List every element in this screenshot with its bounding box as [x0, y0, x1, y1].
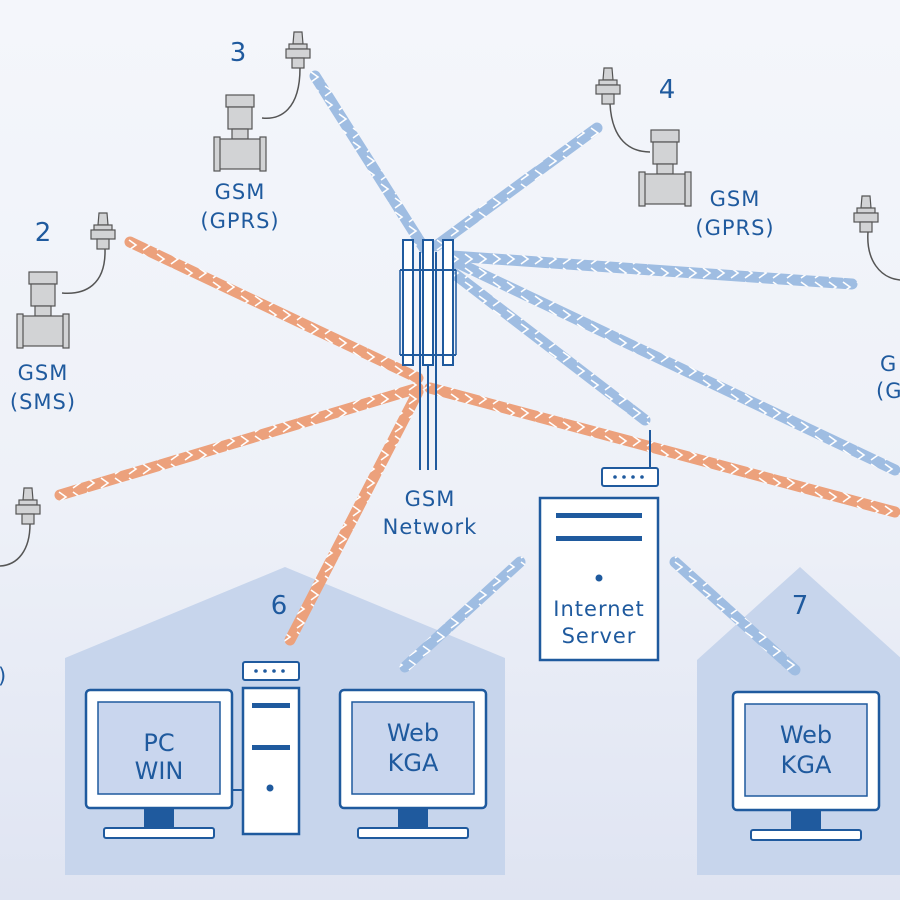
meter-4-mode: GSM — [710, 187, 761, 211]
gprs-links — [309, 70, 900, 676]
server-icon — [538, 430, 660, 662]
gprs-link-meter-4 — [430, 122, 603, 252]
meter-4 — [595, 67, 692, 207]
gsm-antenna-icon — [595, 67, 621, 105]
screen-pc-line2: WIN — [135, 757, 184, 785]
gsm-antenna-icon — [285, 31, 311, 69]
sms-link-meter-2 — [124, 236, 424, 384]
meter-2-number: 2 — [35, 218, 52, 248]
server-label-line1: Internet — [553, 597, 644, 621]
meter-2-protocol: (SMS) — [10, 390, 76, 414]
gprs-link-web-kga-6 — [399, 556, 526, 673]
meter-2-mode: GSM — [18, 361, 69, 385]
screen-web-7-line2: KGA — [781, 751, 832, 779]
meter-3-protocol: (GPRS) — [200, 209, 279, 233]
meter-4-number: 4 — [659, 75, 676, 105]
meter-3-number: 3 — [230, 38, 247, 68]
meter-left — [0, 487, 41, 567]
screen-web-7-line1: Web — [780, 721, 832, 749]
pc-tower-icon — [232, 661, 301, 836]
meter-right — [853, 195, 900, 281]
partial-label-left: ) — [0, 664, 7, 688]
gprs-link-meter-3 — [309, 70, 430, 254]
meter-right-mode: G — [880, 352, 897, 376]
screen-pc-line1: PC — [143, 729, 174, 757]
sms-link-right — [424, 382, 900, 518]
gprs-link-meter-right — [446, 250, 858, 290]
meter-3-mode: GSM — [215, 180, 266, 204]
gprs-link-right-lower — [450, 256, 900, 476]
cell-tower-icon — [399, 239, 457, 470]
meter-2 — [16, 212, 116, 349]
network-label-line2: Network — [383, 515, 478, 539]
flow-meter-icon — [638, 129, 692, 207]
screen-web-6-line2: KGA — [388, 749, 439, 777]
sms-link-meter-left — [54, 382, 424, 501]
meter-3 — [213, 31, 311, 172]
meter-4-protocol: (GPRS) — [695, 216, 774, 240]
gsm-antenna-icon — [853, 195, 879, 233]
flow-meter-icon — [213, 94, 267, 172]
server-label-line2: Server — [562, 624, 637, 648]
gsm-antenna-icon — [15, 487, 41, 525]
gprs-link-server — [446, 266, 651, 426]
sms-link-site-6 — [284, 386, 424, 646]
meter-right-protocol: (G — [876, 379, 900, 403]
network-label-line1: GSM — [405, 487, 456, 511]
site-6-number: 6 — [271, 591, 288, 621]
sms-links — [54, 236, 900, 646]
flow-meter-icon — [16, 271, 70, 349]
screen-web-6-line1: Web — [387, 719, 439, 747]
gsm-antenna-icon — [90, 212, 116, 250]
gprs-link-web-kga-7 — [669, 556, 801, 676]
site-7-number: 7 — [792, 591, 809, 621]
